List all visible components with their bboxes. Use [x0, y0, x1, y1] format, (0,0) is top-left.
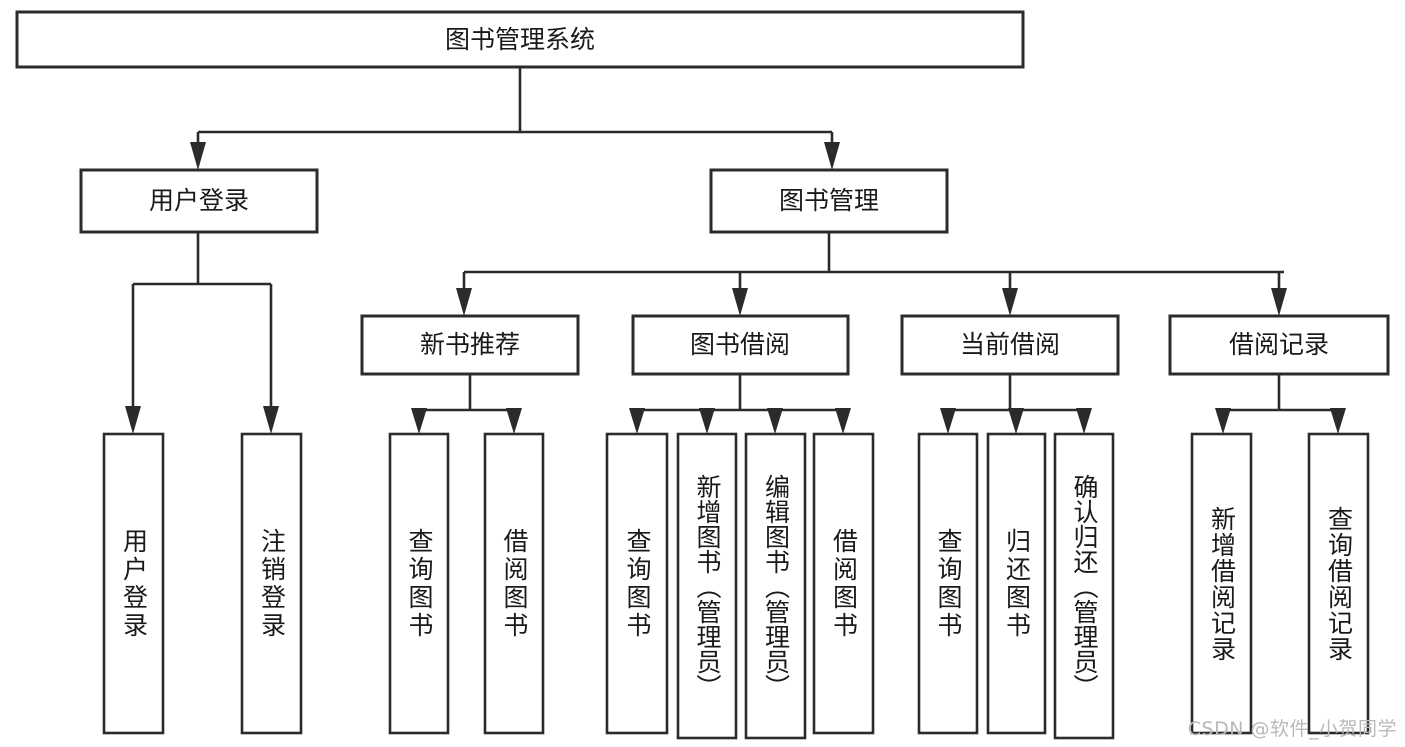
leaf-box-user-login[interactable]: [102, 432, 165, 735]
arrow-head-icon: [824, 142, 840, 170]
node-book-borrow-label: 图书借阅: [690, 330, 790, 359]
arrow-head-icon: [263, 406, 279, 434]
node-borrow-record-label: 借阅记录: [1229, 330, 1329, 359]
node-current-borrow-label: 当前借阅: [960, 330, 1060, 359]
arrow-head-icon: [1008, 408, 1024, 434]
leaf-box-query-book-2[interactable]: [605, 432, 669, 735]
node-current-borrow[interactable]: 当前借阅: [900, 314, 1120, 376]
edge-group-user-login: [125, 232, 279, 434]
arrow-head-icon: [940, 408, 956, 434]
node-book-management-label: 图书管理: [779, 186, 879, 215]
arrow-head-icon: [732, 288, 748, 316]
leaf-box-edit-book-admin[interactable]: [744, 432, 807, 740]
node-user-login-box[interactable]: [79, 168, 319, 234]
node-new-book-recommend-box[interactable]: [360, 314, 580, 376]
arrow-head-icon: [411, 408, 427, 434]
leaf-box-add-book-admin[interactable]: [676, 432, 738, 740]
leaf-box-group: [102, 432, 1370, 740]
leaf-box-borrow-book-2[interactable]: [812, 432, 875, 735]
leaf-box-logout[interactable]: [240, 432, 303, 735]
leaf-box-confirm-return-admin[interactable]: [1053, 432, 1115, 740]
arrow-head-icon: [190, 142, 206, 170]
node-book-borrow[interactable]: 图书借阅: [631, 314, 850, 376]
arrow-head-icon: [1076, 408, 1092, 434]
node-root-label: 图书管理系统: [445, 25, 595, 54]
arrow-head-icon: [767, 408, 783, 434]
node-book-management-box[interactable]: [709, 168, 949, 234]
edge-group-book-mgmt: [456, 232, 1287, 316]
arrow-head-icon: [835, 408, 851, 434]
leaf-box-query-borrow-record[interactable]: [1307, 432, 1370, 735]
node-user-login[interactable]: 用户登录: [79, 168, 319, 234]
arrow-head-icon: [456, 288, 472, 316]
edge-group-current-borrow: [940, 374, 1092, 434]
leaf-box-borrow-book-1[interactable]: [483, 432, 545, 735]
node-borrow-record[interactable]: 借阅记录: [1168, 314, 1390, 376]
node-user-login-label: 用户登录: [149, 186, 249, 215]
leaf-box-query-book-1[interactable]: [388, 432, 450, 735]
arrow-head-icon: [1271, 288, 1287, 316]
node-root-box[interactable]: [15, 10, 1025, 69]
node-book-borrow-box[interactable]: [631, 314, 850, 376]
edge-group-new-book: [411, 374, 522, 434]
leaf-box-return-book[interactable]: [986, 432, 1047, 735]
edge-group-root: [190, 67, 840, 170]
edge-group-borrow-record: [1215, 374, 1346, 434]
edge-group-borrow: [629, 374, 851, 434]
leaf-box-add-borrow-record[interactable]: [1190, 432, 1253, 735]
arrow-head-icon: [1215, 408, 1231, 434]
node-new-book-recommend-label: 新书推荐: [420, 330, 520, 359]
node-book-management[interactable]: 图书管理: [709, 168, 949, 234]
arrow-head-icon: [1002, 288, 1018, 316]
node-current-borrow-box[interactable]: [900, 314, 1120, 376]
arrow-head-icon: [506, 408, 522, 434]
node-new-book-recommend[interactable]: 新书推荐: [360, 314, 580, 376]
arrow-head-icon: [629, 408, 645, 434]
arrow-head-icon: [125, 406, 141, 434]
arrow-head-icon: [1330, 408, 1346, 434]
node-root[interactable]: 图书管理系统: [15, 10, 1025, 69]
leaf-box-query-book-3[interactable]: [917, 432, 979, 735]
watermark-text: CSDN @软件_小贺同学: [1187, 718, 1397, 740]
node-borrow-record-box[interactable]: [1168, 314, 1390, 376]
arrow-head-icon: [699, 408, 715, 434]
